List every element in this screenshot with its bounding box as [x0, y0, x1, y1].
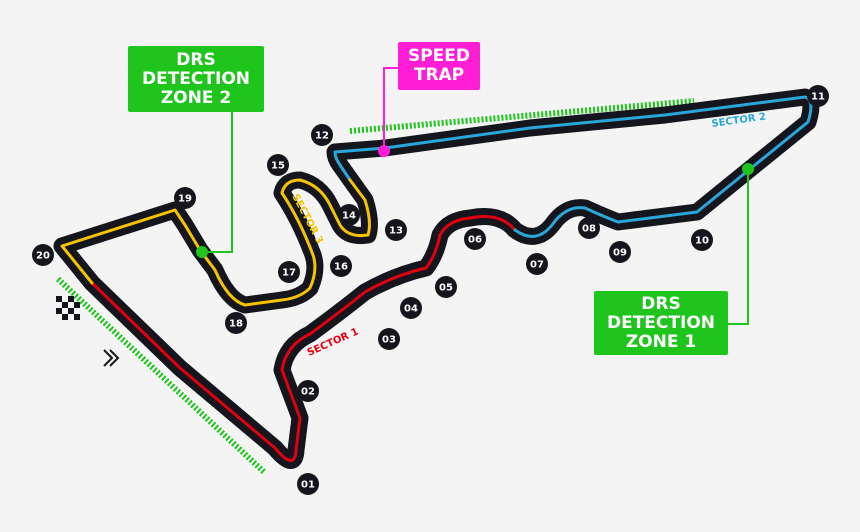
- turn-marker-circle: [174, 187, 196, 209]
- turn-number: 07: [530, 260, 544, 271]
- turn-marker-10: 10: [691, 229, 713, 251]
- turn-marker-circle: [378, 328, 400, 350]
- turn-number: 14: [342, 211, 356, 222]
- turn-marker-circle: [225, 312, 247, 334]
- sector-3-line: [60, 178, 371, 307]
- turn-marker-circle: [578, 217, 600, 239]
- drs-zone-1-line-1: DRS: [641, 293, 681, 314]
- turn-marker-circle: [609, 241, 631, 263]
- turn-number: 18: [229, 319, 243, 330]
- turn-marker-circle: [526, 253, 548, 275]
- drs-zone-1-marker: [742, 163, 754, 175]
- turn-marker-14: 14: [338, 204, 360, 226]
- turn-marker-circle: [311, 124, 333, 146]
- turn-marker-19: 19: [174, 187, 196, 209]
- turn-number: 15: [271, 161, 285, 172]
- turn-marker-13: 13: [385, 219, 407, 241]
- drs-zone-2-line-2: DETECTION: [141, 68, 250, 89]
- drs-zone-1-line-3: ZONE 1: [625, 331, 697, 352]
- speed-trap-line-2: TRAP: [413, 65, 465, 85]
- turn-number: 06: [468, 235, 482, 246]
- turn-marker-circle: [297, 380, 319, 402]
- turn-marker-02: 02: [297, 380, 319, 402]
- turn-marker-01: 01: [297, 473, 319, 495]
- turn-number: 09: [613, 248, 627, 259]
- drs-zone-2-marker: [196, 246, 208, 258]
- sector-1-line: [90, 215, 517, 462]
- turn-marker-15: 15: [267, 154, 289, 176]
- turn-marker-07: 07: [526, 253, 548, 275]
- track-outline: [53, 88, 820, 469]
- turn-marker-circle: [278, 261, 300, 283]
- turn-number: 12: [315, 131, 329, 142]
- turn-marker-circle: [435, 276, 457, 298]
- drs-zone-2-line-3: ZONE 2: [160, 87, 232, 108]
- turn-number: 19: [178, 194, 192, 205]
- turn-number: 05: [439, 283, 453, 294]
- speed-trap-line-1: SPEED: [407, 46, 471, 66]
- turn-number: 17: [282, 268, 296, 279]
- turn-markers: 01 02 03 04 05 06 07 08 09 10 11 12 13 14 15 16 17 18 19 20: [32, 85, 829, 495]
- turn-number: 08: [582, 224, 596, 235]
- sector-2-line: [333, 95, 813, 238]
- turn-number: 11: [811, 92, 825, 103]
- turn-marker-05: 05: [435, 276, 457, 298]
- chequered-flag-icon: [56, 296, 80, 320]
- turn-marker-circle: [297, 473, 319, 495]
- turn-marker-03: 03: [378, 328, 400, 350]
- turn-number: 10: [695, 236, 709, 247]
- drs-zone-2-dashes: [55, 276, 268, 476]
- drs-zone-1-line-2: DETECTION: [606, 312, 715, 333]
- turn-marker-circle: [267, 154, 289, 176]
- turn-marker-circle: [32, 244, 54, 266]
- turn-marker-circle: [330, 255, 352, 277]
- turn-number: 02: [301, 387, 315, 398]
- drs-zone-2-leader: [202, 112, 233, 253]
- drs-zone-2-line-1: DRS: [176, 49, 216, 70]
- speed-trap-leader: [383, 67, 398, 151]
- drs-detection-zone-2-callout: DRS DETECTION ZONE 2: [128, 46, 264, 112]
- turn-marker-18: 18: [225, 312, 247, 334]
- drs-detection-zone-1-callout: DRS DETECTION ZONE 1: [594, 291, 728, 355]
- turn-marker-circle: [400, 297, 422, 319]
- turn-marker-04: 04: [400, 297, 422, 319]
- turn-marker-20: 20: [32, 244, 54, 266]
- drs-zone-1-dashes: [349, 98, 695, 134]
- turn-marker-circle: [338, 204, 360, 226]
- turn-marker-11: 11: [807, 85, 829, 107]
- turn-marker-06: 06: [464, 228, 486, 250]
- drs-zone-1-leader: [728, 169, 749, 325]
- direction-chevrons-icon: [103, 349, 120, 367]
- turn-marker-16: 16: [330, 255, 352, 277]
- turn-number: 13: [389, 226, 403, 237]
- turn-marker-12: 12: [311, 124, 333, 146]
- turn-marker-circle: [385, 219, 407, 241]
- turn-marker-circle: [807, 85, 829, 107]
- turn-marker-08: 08: [578, 217, 600, 239]
- turn-marker-circle: [464, 228, 486, 250]
- turn-number: 16: [334, 262, 348, 273]
- turn-number: 01: [301, 480, 315, 491]
- turn-number: 20: [36, 251, 50, 262]
- speed-trap-callout: SPEED TRAP: [398, 42, 480, 90]
- speed-trap-marker: [378, 145, 390, 157]
- turn-marker-09: 09: [609, 241, 631, 263]
- turn-marker-17: 17: [278, 261, 300, 283]
- turn-number: 04: [404, 304, 418, 315]
- turn-marker-circle: [691, 229, 713, 251]
- turn-number: 03: [382, 335, 396, 346]
